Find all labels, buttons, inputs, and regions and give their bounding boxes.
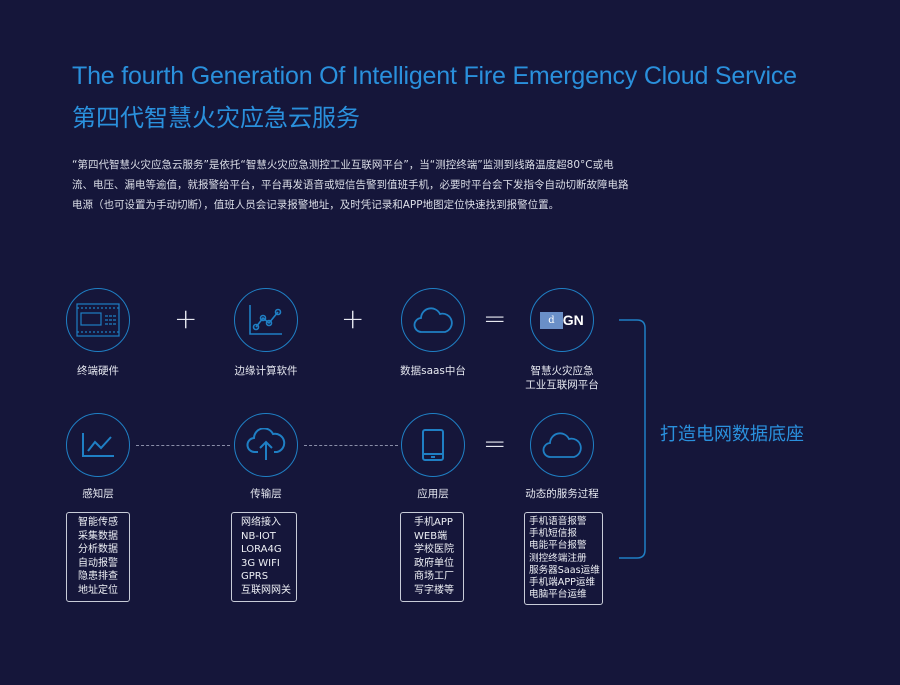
list-item: 自动报警 xyxy=(78,557,118,569)
label-saas: 数据saas中台 xyxy=(400,365,466,377)
label-sensing-layer: 感知层 xyxy=(82,488,114,500)
list-item: 采集数据 xyxy=(78,530,118,542)
list-item: 手机语音报警 xyxy=(529,516,587,527)
equals-sign: = xyxy=(483,427,507,460)
service-list: 手机语音报警手机短信报电能平台报警测控终端注册服务器Saas运维手机端APP运维… xyxy=(524,512,603,606)
label-hardware: 终端硬件 xyxy=(77,365,119,377)
list-item: 电能平台报警 xyxy=(529,540,587,552)
logo-letter: d xyxy=(540,311,563,329)
dashed-connector xyxy=(304,445,398,446)
cloud-upload-icon xyxy=(234,413,298,477)
equals-sign: = xyxy=(483,302,507,335)
plus-sign: + xyxy=(341,302,365,335)
list-item: 商场工厂 xyxy=(414,571,454,583)
list-item: NB-IOT xyxy=(241,530,276,542)
list-item: 政府单位 xyxy=(414,557,454,569)
label-edge-software: 边缘计算软件 xyxy=(234,365,298,377)
list-item: 手机APP xyxy=(414,517,453,528)
list-item: 隐患排查 xyxy=(78,571,118,583)
list-item: 测控终端注册 xyxy=(529,552,587,564)
list-item: LORA4G xyxy=(241,544,282,556)
sensing-list: 智能传感采集数据分析数据自动报警隐患排查地址定位 xyxy=(66,512,130,602)
tablet-icon xyxy=(401,413,465,477)
hardware-icon xyxy=(66,288,130,352)
list-item: 电脑平台运维 xyxy=(529,589,587,601)
plus-sign: + xyxy=(174,302,198,335)
list-item: 3G WIFI xyxy=(241,557,280,569)
title-chinese: 第四代智慧火灾应急云服务 xyxy=(72,104,360,132)
label-platform: 智慧火灾应急 工业互联网平台 xyxy=(525,365,599,391)
label-service-process: 动态的服务过程 xyxy=(525,488,599,500)
list-item: 手机短信报 xyxy=(529,528,577,540)
list-item: WEB端 xyxy=(414,530,448,542)
slogan: 打造电网数据底座 xyxy=(660,424,804,445)
list-item: 网络接入 xyxy=(241,517,281,528)
title-english: The fourth Generation Of Intelligent Fir… xyxy=(72,62,797,90)
list-item: 地址定位 xyxy=(78,584,118,596)
description: “第四代智慧火灾应急云服务”是依托“智慧火灾应急测控工业互联网平台”，当“测控终… xyxy=(72,159,629,211)
list-item: 互联网网关 xyxy=(241,584,291,596)
list-item: 分析数据 xyxy=(78,544,118,556)
dashed-connector xyxy=(136,445,230,446)
label-transport-layer: 传输层 xyxy=(250,488,282,500)
chart-line-icon xyxy=(234,288,298,352)
label-application-layer: 应用层 xyxy=(417,488,449,500)
list-item: 写字楼等 xyxy=(414,584,454,596)
sensing-chart-icon xyxy=(66,413,130,477)
cloud-icon xyxy=(401,288,465,352)
list-item: 学校医院 xyxy=(414,544,454,556)
logo-text: GN xyxy=(562,312,584,328)
application-list: 手机APP WEB端学校医院政府单位商场工厂写字楼等 xyxy=(400,512,464,602)
list-item: 智能传感 xyxy=(78,517,118,528)
bracket-connector xyxy=(619,319,646,559)
list-item: 服务器Saas运维 xyxy=(529,564,600,576)
list-item: 手机端APP运维 xyxy=(529,577,596,589)
cloud-icon xyxy=(530,413,594,477)
list-item: GPRS xyxy=(241,571,269,583)
